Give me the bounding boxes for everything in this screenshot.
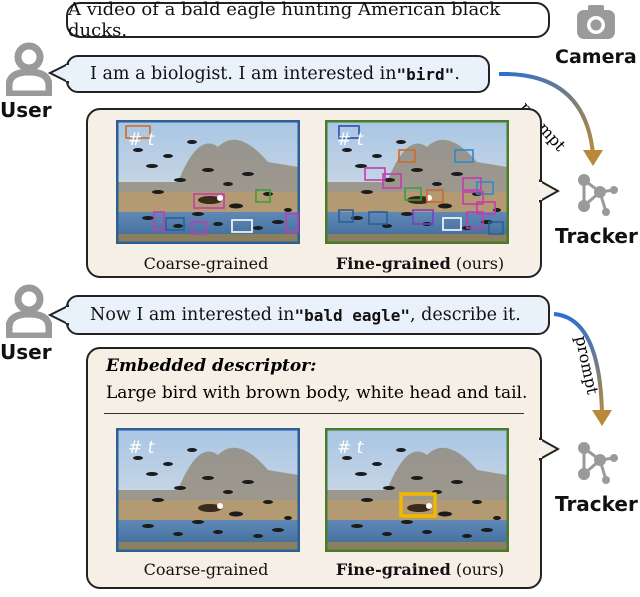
panel-tail-2 xyxy=(538,437,560,461)
video-caption-text: A video of a bald eagle hunting American… xyxy=(68,0,501,41)
bald-eagle-box xyxy=(399,492,437,518)
user-label: User xyxy=(0,340,52,364)
coarse-label-1: Coarse-grained xyxy=(143,254,269,273)
frame-index-fine-2: # t xyxy=(337,438,364,458)
user-icon xyxy=(6,42,52,96)
turn1-prefix: I am a biologist. I am interested in xyxy=(90,64,397,84)
video-caption-bubble: A video of a bald eagle hunting American… xyxy=(66,0,550,41)
frame-fine-1 xyxy=(325,120,509,244)
tracker-label: Tracker xyxy=(555,224,638,248)
frame-index-coarse-1: # t xyxy=(128,130,155,150)
turn2-suffix: , describe it. xyxy=(410,305,521,325)
coarse-label-2: Coarse-grained xyxy=(143,560,269,579)
frame-coarse-2 xyxy=(116,428,300,552)
fine-label-2-bold: Fine-grained xyxy=(335,560,451,579)
user-turn2-bubble: Now I am interested in "bald eagle", des… xyxy=(66,295,550,335)
descriptor-title: Embedded descriptor: xyxy=(106,356,317,376)
tracker-icon xyxy=(578,174,618,216)
descriptor-text: Large bird with brown body, white head a… xyxy=(106,383,528,403)
bubble-tail-2 xyxy=(48,304,70,326)
camera-label: Camera xyxy=(555,46,637,68)
turn2-prefix: Now I am interested in xyxy=(90,305,295,325)
frame-fine-2 xyxy=(325,428,509,552)
frame-coarse-1 xyxy=(116,120,300,244)
frame-index-fine-1: # t xyxy=(337,130,364,150)
descriptor-divider xyxy=(104,413,524,414)
panel-tail-1 xyxy=(538,179,560,203)
fine-label-1-bold: Fine-grained xyxy=(335,254,451,273)
frame-index-coarse-2: # t xyxy=(128,438,155,458)
fine-label-2: Fine-grained (ours) xyxy=(320,560,520,579)
turn2-target: "bald eagle" xyxy=(294,305,411,325)
ours-label-1: (ours) xyxy=(450,254,505,273)
user-label: User xyxy=(0,98,52,122)
user-turn1-bubble: I am a biologist. I am interested in "bi… xyxy=(66,55,490,93)
prompt-arrow-1 xyxy=(498,71,603,166)
tracker-icon xyxy=(578,442,618,484)
ours-label-2: (ours) xyxy=(450,560,505,579)
fine-label-1: Fine-grained (ours) xyxy=(320,254,520,273)
user-icon xyxy=(6,284,52,338)
turn1-suffix: . xyxy=(454,64,460,84)
turn1-target: "bird" xyxy=(396,64,455,84)
prompt-arrow-2 xyxy=(553,312,612,426)
bubble-tail-1 xyxy=(48,62,70,84)
tracker-label: Tracker xyxy=(555,492,638,516)
camera-icon xyxy=(577,5,615,39)
